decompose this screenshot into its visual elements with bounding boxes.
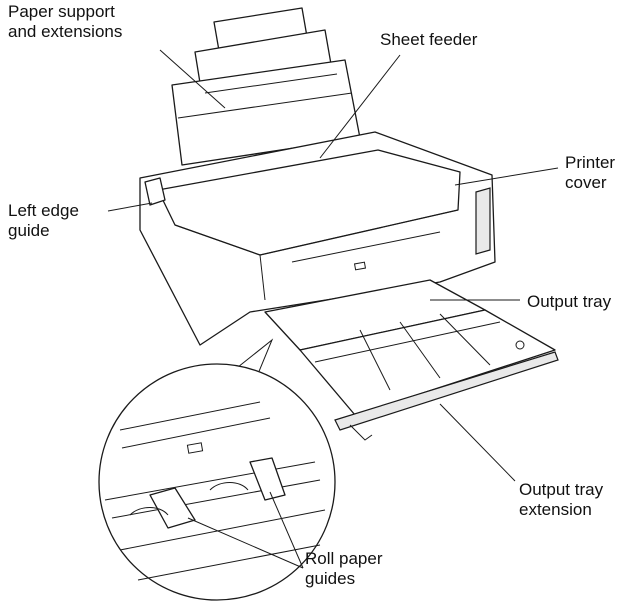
label-output-tray-extension: Output tray extension [519,480,604,519]
label-roll-paper-guides: Roll paper guides [305,549,383,588]
label-printer-cover: Printer cover [565,153,616,192]
label-sheet-feeder: Sheet feeder [380,30,478,49]
detail-magnifier-icon [98,363,336,601]
label-paper-support: Paper support and extensions [8,2,123,41]
label-left-edge-guide: Left edge guide [8,201,79,240]
leader-lines [107,49,559,569]
label-output-tray: Output tray [527,292,612,311]
paper-support-icon [171,7,361,166]
printer-body-icon [139,131,496,346]
output-tray-icon [264,279,559,441]
